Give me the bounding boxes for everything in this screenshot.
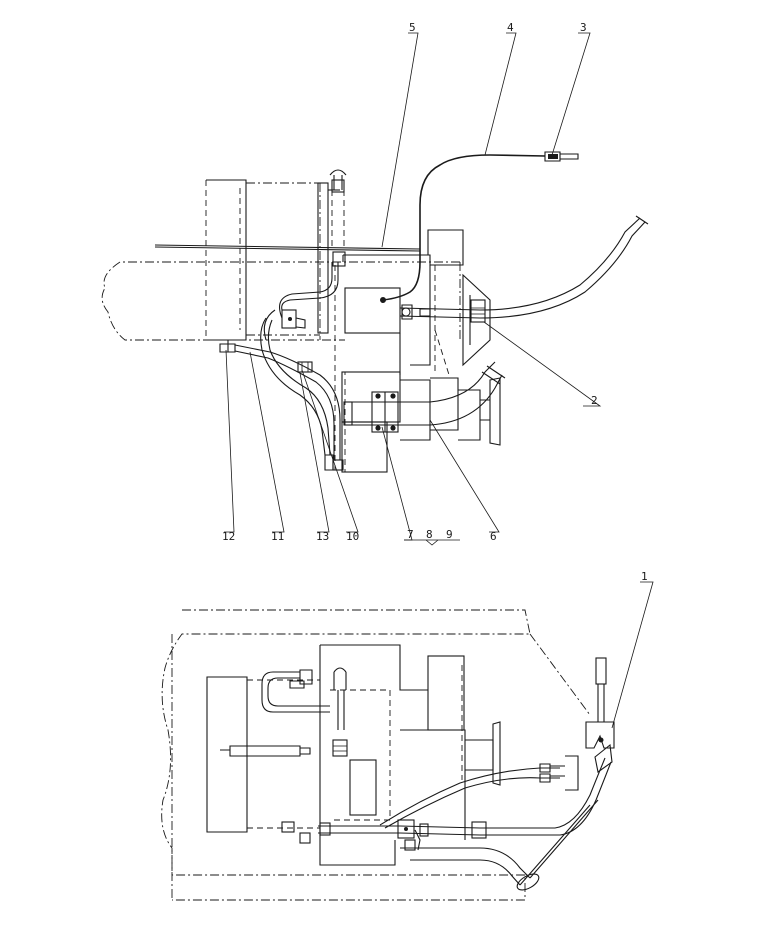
callout-6: 6 xyxy=(490,530,497,543)
callout-3: 3 xyxy=(580,21,587,34)
callout-2: 2 xyxy=(591,394,598,407)
callout-labels: 1 2 3 4 5 6 7 8 9 10 11 12 13 xyxy=(222,21,648,583)
callout-8: 8 xyxy=(426,528,433,541)
callout-5: 5 xyxy=(409,21,416,34)
callout-11: 11 xyxy=(271,530,284,543)
callout-12: 12 xyxy=(222,530,235,543)
callout-leaders xyxy=(224,32,654,729)
callout-4: 4 xyxy=(507,21,514,34)
callout-9: 9 xyxy=(446,528,453,541)
callout-1: 1 xyxy=(641,570,648,583)
callout-10: 10 xyxy=(346,530,359,543)
top-view xyxy=(101,151,649,473)
bottom-view xyxy=(161,609,615,901)
callout-13: 13 xyxy=(316,530,329,543)
callout-7: 7 xyxy=(407,528,414,541)
